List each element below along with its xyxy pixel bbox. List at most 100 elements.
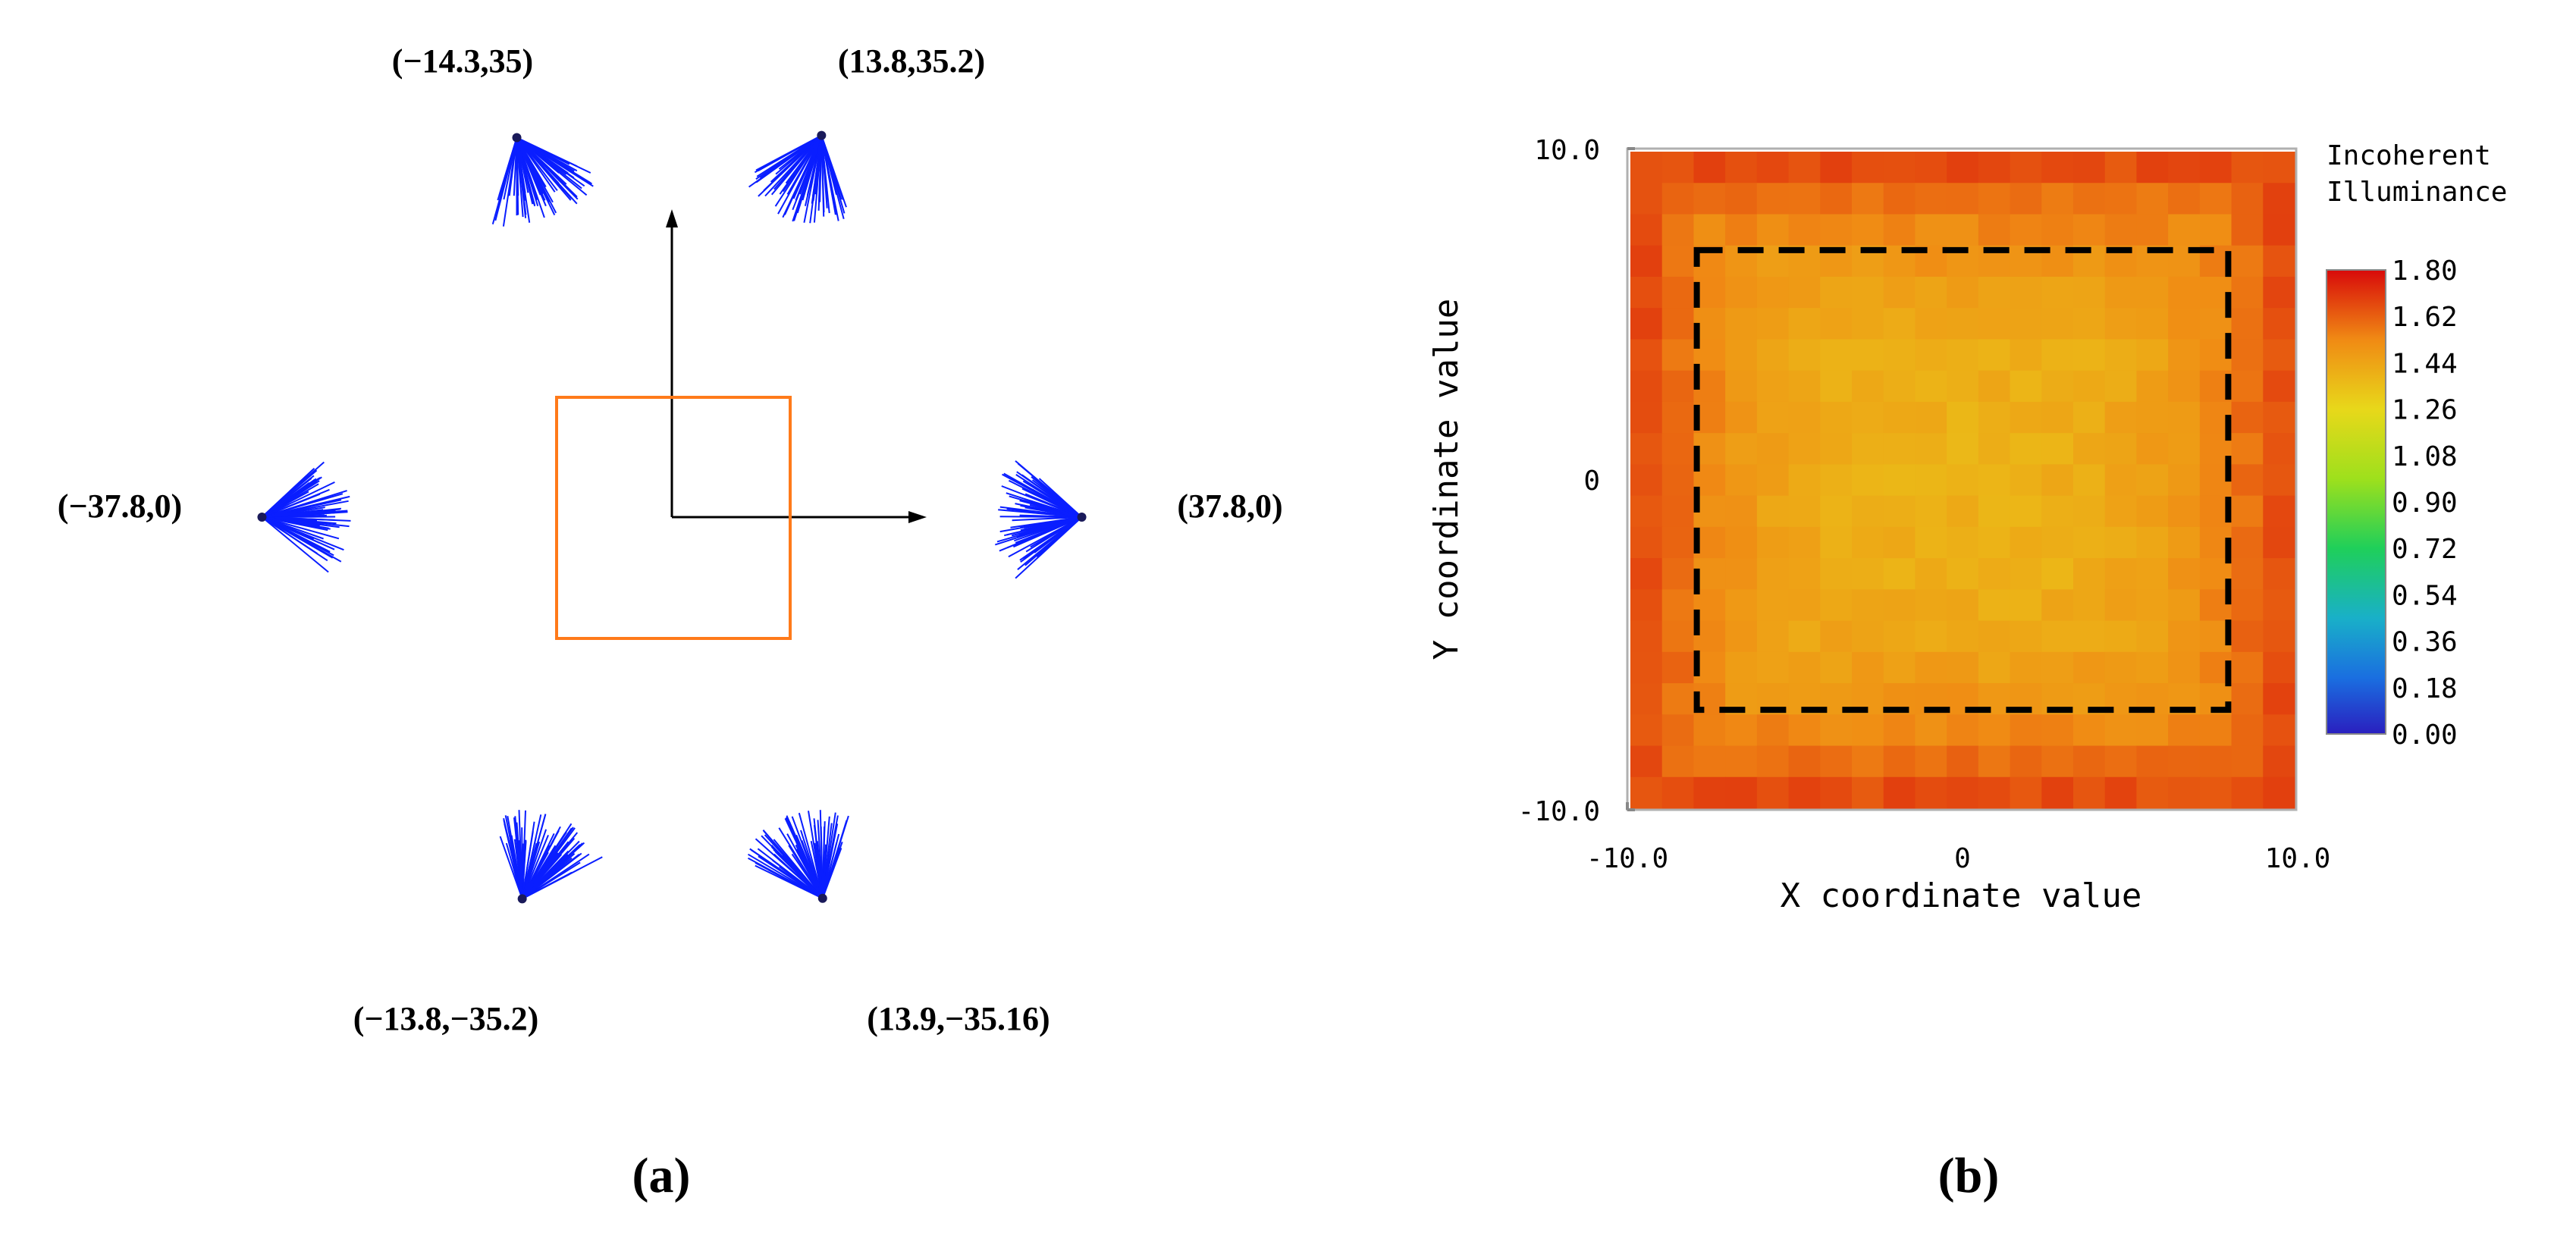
heatmap-cell — [2073, 401, 2106, 434]
colorbar-tick-label: 1.80 — [2392, 256, 2458, 287]
heatmap-cell — [1725, 152, 1758, 183]
heatmap-cell — [1661, 589, 1695, 622]
heatmap-cell — [2010, 495, 2042, 528]
heatmap-cell — [2104, 401, 2138, 434]
heatmap-cell — [2010, 370, 2042, 403]
heatmap-cell — [2231, 776, 2264, 809]
y-axis-label: Y coordinate value — [1427, 299, 1466, 660]
heatmap-cell — [1915, 152, 1947, 183]
heatmap-cell — [1852, 339, 1884, 372]
heatmap-cell — [2073, 495, 2106, 528]
heatmap-cell — [1788, 152, 1821, 183]
heatmap-cell — [1725, 714, 1758, 747]
heatmap-cell — [1883, 183, 1916, 215]
heatmap-cell — [1947, 183, 1979, 215]
heatmap-cell — [2104, 714, 2138, 747]
heatmap-cell — [1661, 558, 1695, 590]
heatmap-cell — [1947, 495, 1979, 528]
heatmap-cell — [2136, 495, 2169, 528]
heatmap-cell — [1820, 558, 1853, 590]
colorbar-tick-labels: 1.801.621.441.261.080.900.720.540.360.18… — [2392, 256, 2458, 751]
coordinate-axes — [666, 209, 927, 523]
heatmap-cell — [2073, 651, 2106, 684]
heatmap-cell — [1661, 245, 1695, 278]
heatmap-cell — [2263, 776, 2295, 809]
source-label-left: (−37.8,0) — [58, 488, 182, 525]
panel-b: 10.0 0 -10.0 -10.0 0 10.0 X coordinate v… — [1427, 135, 2507, 1203]
heatmap-cell — [1915, 339, 1947, 372]
heatmap-cell — [1661, 745, 1695, 778]
heatmap-cell — [1978, 714, 2011, 747]
heatmap-cell — [2168, 370, 2201, 403]
heatmap-cell — [2104, 558, 2138, 590]
heatmap-cell — [2231, 276, 2264, 309]
heatmap-cell — [1756, 433, 1790, 465]
heatmap-cell — [1788, 464, 1821, 497]
heatmap-cell — [1630, 214, 1663, 246]
heatmap-cell — [1852, 401, 1884, 434]
heatmap-cell — [2104, 214, 2138, 246]
heatmap-cell — [2168, 401, 2201, 434]
heatmap-cell — [2231, 683, 2264, 715]
heatmap-cell — [2136, 433, 2169, 465]
heatmap-cell — [1725, 370, 1758, 403]
heatmap-cell — [2136, 370, 2169, 403]
heatmap-cell — [2199, 183, 2232, 215]
heatmap-cell — [1883, 589, 1916, 622]
heatmap-cell — [1915, 183, 1947, 215]
heatmap-cell — [2231, 214, 2264, 246]
source-point-top-left — [512, 133, 522, 143]
colorbar-tick-label: 0.18 — [2392, 673, 2458, 704]
heatmap-cell — [1820, 276, 1853, 309]
heatmap-cell — [2263, 526, 2295, 559]
heatmap-cell — [2263, 308, 2295, 340]
heatmap-cell — [2041, 152, 2074, 183]
heatmap-cell — [1661, 620, 1695, 653]
heatmap-cell — [2231, 464, 2264, 497]
heatmap-cell — [2073, 214, 2106, 246]
heatmap-cell — [1820, 433, 1853, 465]
heatmap-cell — [1725, 526, 1758, 559]
source-point-bottom-left — [517, 894, 527, 904]
heatmap-cell — [1915, 495, 1947, 528]
panel-a: (−14.3,35) (13.8,35.2) (−37.8,0) (37.8,0… — [58, 42, 1283, 1203]
heatmap-cell — [2168, 620, 2201, 653]
heatmap-cell — [1630, 183, 1663, 215]
source-label-right: (37.8,0) — [1177, 488, 1282, 525]
heatmap-cell — [1820, 339, 1853, 372]
heatmap-cell — [2041, 745, 2074, 778]
heatmap-cell — [1820, 651, 1853, 684]
heatmap-cell — [2073, 589, 2106, 622]
heatmap-cell — [1756, 651, 1790, 684]
heatmap-cell — [1947, 558, 1979, 590]
heatmap-cell — [1915, 308, 1947, 340]
heatmap-cell — [2041, 526, 2074, 559]
heatmap-cell — [1820, 745, 1853, 778]
heatmap-cell — [1947, 308, 1979, 340]
heatmap-cell — [1852, 370, 1884, 403]
heatmap-cell — [1756, 714, 1790, 747]
heatmap-cell — [1915, 526, 1947, 559]
heatmap-cell — [2168, 152, 2201, 183]
heatmap-cell — [2073, 339, 2106, 372]
heatmap-cell — [1630, 620, 1663, 653]
legend-title-line2: Illuminance — [2327, 177, 2507, 208]
heatmap-cell — [1630, 370, 1663, 403]
heatmap-cell — [2136, 464, 2169, 497]
heatmap-cell — [1883, 714, 1916, 747]
heatmap-cell — [1661, 433, 1695, 465]
heatmap-cell — [2168, 308, 2201, 340]
target-square — [555, 396, 792, 640]
heatmap-cell — [1947, 651, 1979, 684]
heatmap-cell — [1915, 745, 1947, 778]
heatmap-cell — [2136, 558, 2169, 590]
heatmap-cell — [1978, 745, 2011, 778]
y-tick-label-middle: 0 — [1583, 466, 1600, 497]
heatmap-cell — [2231, 339, 2264, 372]
heatmap-cell — [1756, 308, 1790, 340]
heatmap-cell — [2136, 183, 2169, 215]
heatmap-cell — [1725, 745, 1758, 778]
heatmap-cell — [2041, 339, 2074, 372]
heatmap-cell — [1883, 776, 1916, 809]
heatmap-cell — [1852, 589, 1884, 622]
